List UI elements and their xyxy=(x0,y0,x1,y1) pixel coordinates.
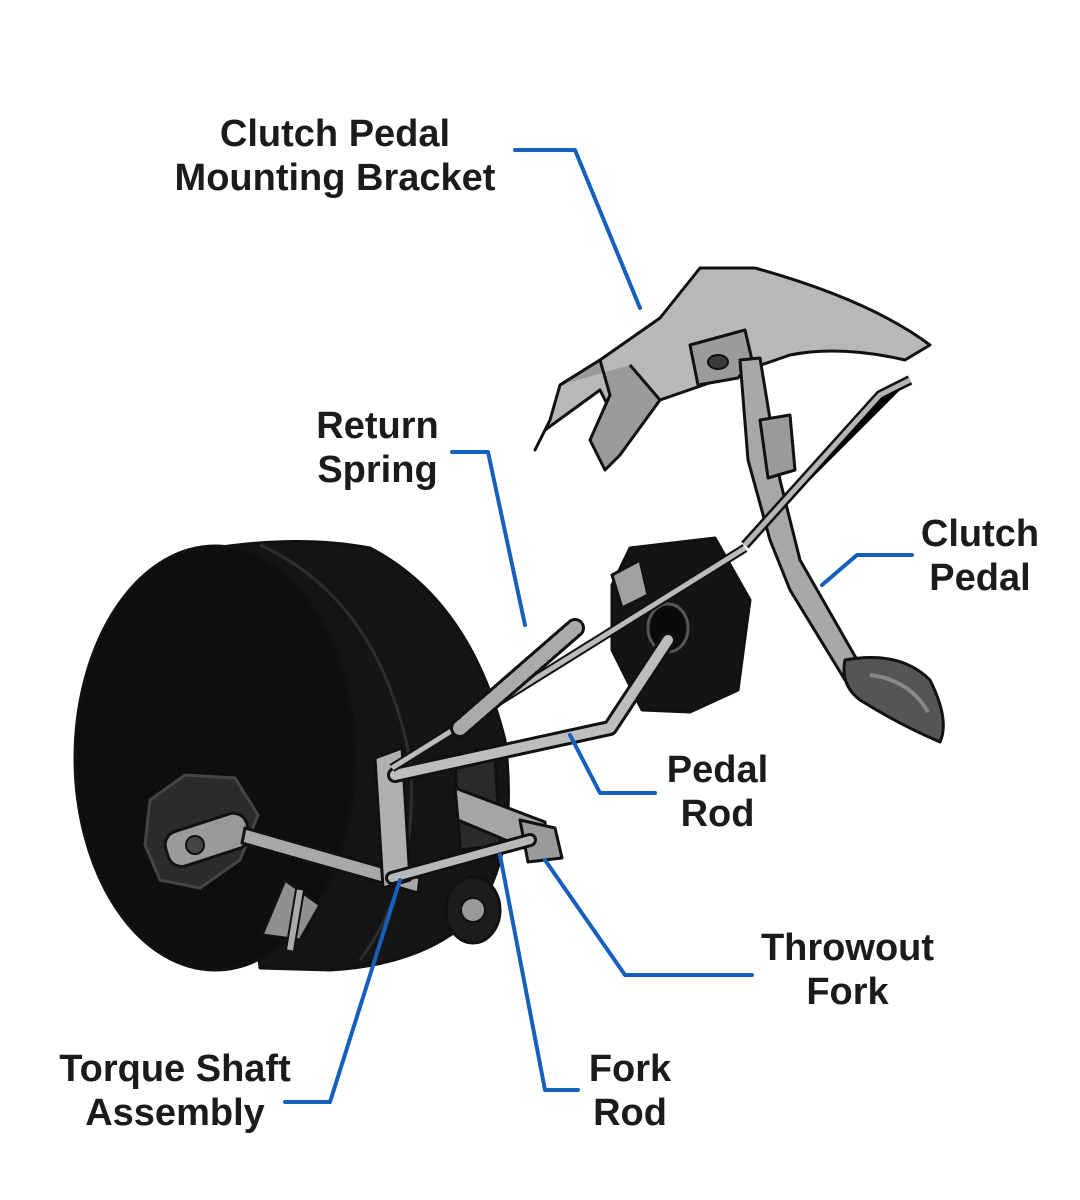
pedal-rod-leader xyxy=(568,733,657,795)
throwout-fork-leader xyxy=(543,858,754,977)
label-torque-shaft-assembly: Torque Shaft Assembly xyxy=(59,1048,291,1134)
label-fork-rod: Fork Rod xyxy=(588,1048,672,1134)
return-spring-leader xyxy=(450,450,527,627)
label-clutch-pedal: Clutch Pedal xyxy=(920,513,1040,599)
clutch-housing-drum xyxy=(73,540,510,972)
clutch-pedal xyxy=(738,356,945,744)
label-throwout-fork: Throwout Fork xyxy=(760,927,935,1013)
label-return-spring: Return Spring xyxy=(316,405,439,491)
torque-shaft-leader xyxy=(283,878,402,1104)
pedal-bracket xyxy=(533,266,932,472)
bracket-leader xyxy=(513,148,642,310)
label-pedal-rod: Pedal Rod xyxy=(666,749,769,835)
leader-lines xyxy=(283,148,914,1104)
torque-shaft xyxy=(240,826,502,951)
fork-rod xyxy=(385,833,537,885)
fork-rod-leader xyxy=(498,853,580,1092)
pedal-rod xyxy=(387,632,676,783)
label-clutch-pedal-mounting-bracket: Clutch Pedal Mounting Bracket xyxy=(174,113,496,199)
clutch-pedal-leader xyxy=(820,553,914,587)
coil-spring xyxy=(389,544,748,772)
